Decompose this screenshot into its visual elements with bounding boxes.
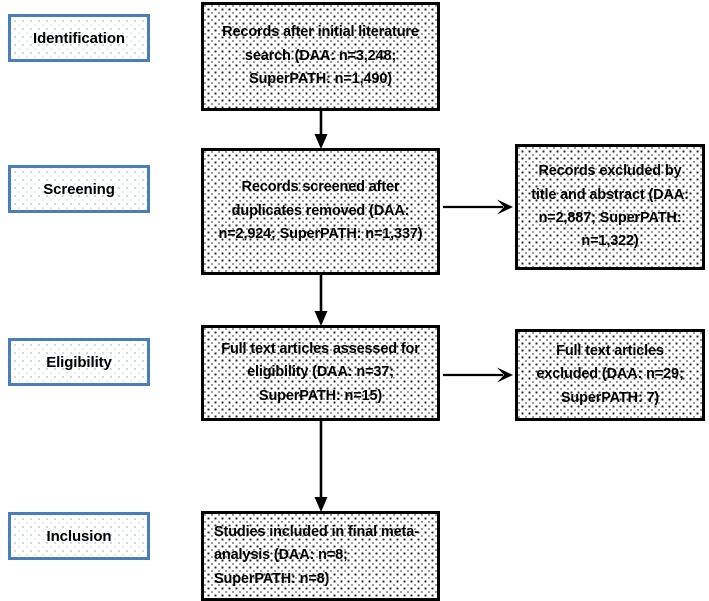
stage-label-identification: Identification — [8, 14, 150, 62]
node-records-excluded-text: Records excluded by title and abstract (… — [531, 163, 689, 250]
stage-label-eligibility: Eligibility — [8, 338, 150, 386]
stage-label-inclusion: Inclusion — [8, 512, 150, 560]
arrow-fulltext-to-included — [312, 421, 330, 512]
node-records-initial-text: Records after initial literature search … — [222, 24, 419, 88]
arrow-screened-to-fulltext — [312, 275, 330, 326]
node-fulltext-assessed: Full text articles assessed for eligibil… — [201, 325, 440, 421]
node-records-initial: Records after initial literature search … — [201, 2, 440, 111]
node-records-excluded: Records excluded by title and abstract (… — [515, 144, 705, 270]
arrow-initial-to-screened — [312, 111, 330, 149]
node-studies-included-text: Studies included in final meta-analysis … — [214, 523, 419, 587]
node-fulltext-excluded: Full text articles excluded (DAA: n=29; … — [515, 329, 705, 421]
stage-label-screening-text: Screening — [43, 180, 115, 198]
arrow-fulltext-to-excluded — [443, 366, 515, 384]
node-fulltext-assessed-text: Full text articles assessed for eligibil… — [221, 340, 420, 404]
stage-label-eligibility-text: Eligibility — [46, 353, 112, 371]
node-studies-included: Studies included in final meta-analysis … — [201, 511, 440, 601]
node-records-screened-text: Records screened after duplicates remove… — [218, 179, 423, 243]
node-fulltext-excluded-text: Full text articles excluded (DAA: n=29; … — [536, 342, 684, 406]
stage-label-screening: Screening — [8, 165, 150, 213]
stage-label-inclusion-text: Inclusion — [46, 527, 112, 545]
arrow-screened-to-excluded — [443, 198, 515, 216]
node-records-screened: Records screened after duplicates remove… — [201, 148, 440, 275]
stage-label-identification-text: Identification — [33, 29, 125, 47]
